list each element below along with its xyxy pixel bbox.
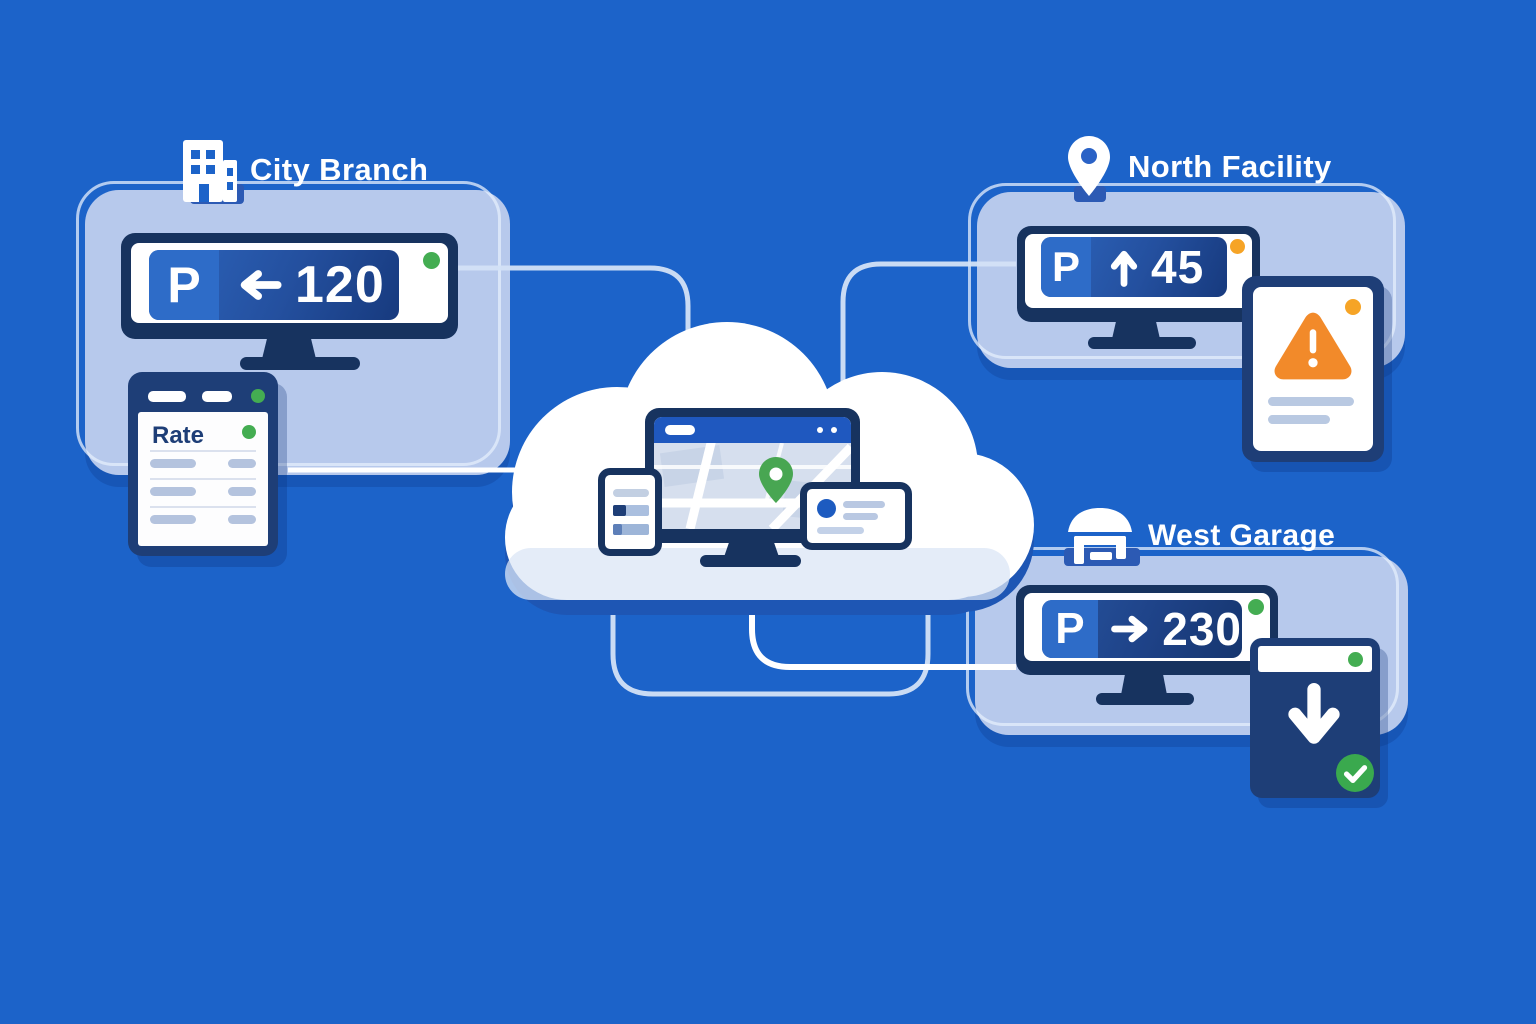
download-status-dot [1348, 652, 1363, 667]
wire-city-to-cloud-top [455, 265, 691, 430]
rate-row-line [150, 487, 196, 496]
rate-card-body: Rate [138, 412, 268, 546]
city-sign-display: P 120 [149, 250, 399, 320]
warning-alert-card [1242, 276, 1384, 462]
phone-text-line [613, 489, 649, 497]
status-dot-online [1248, 599, 1264, 615]
check-badge [1336, 754, 1374, 792]
map-pin-icon [759, 457, 793, 503]
info-card-line [843, 501, 885, 508]
available-count: 45 [1151, 241, 1205, 293]
garage-icon [1068, 508, 1132, 564]
wire-cloud-to-west [749, 552, 1016, 670]
toolbar-dot [831, 427, 837, 433]
info-card-line [843, 513, 878, 520]
phone-text-line [613, 524, 649, 535]
north-sign-base [1088, 337, 1196, 349]
west-sign-display: P 230 [1042, 600, 1242, 658]
left-arrow-icon [240, 270, 282, 300]
north-sign-display: P 45 [1041, 237, 1227, 297]
status-dot-warning [1230, 239, 1245, 254]
west-parking-sign: P 230 [1016, 585, 1278, 675]
cloud-monitor-stand [724, 541, 779, 557]
north-sign-stand [1112, 318, 1160, 339]
rate-header-pill [202, 391, 232, 402]
rate-header-status-dot [251, 389, 265, 403]
wire-cloud-loop-bottom [610, 552, 931, 697]
rate-header-pill [148, 391, 186, 402]
address-bar-pill [665, 425, 695, 435]
phone-accent-block [613, 524, 622, 535]
site-label-north-facility: North Facility [1128, 149, 1332, 184]
site-label-city-branch: City Branch [250, 152, 429, 187]
rate-row-line [150, 515, 196, 524]
toolbar-dot [817, 427, 823, 433]
north-parking-sign: P 45 [1017, 226, 1260, 322]
up-arrow-icon [1110, 250, 1138, 287]
city-parking-sign: P 120 [121, 233, 458, 339]
alert-text-line [1268, 415, 1330, 424]
wire-north-to-cloud [840, 261, 1016, 405]
info-card-line [817, 527, 864, 534]
rate-card-device: Rate [128, 372, 278, 556]
map-pin-icon [1068, 136, 1110, 196]
rate-row-line [150, 459, 196, 468]
info-card-avatar [817, 499, 836, 518]
rate-title: Rate [152, 422, 205, 449]
alert-text-line [1268, 397, 1354, 406]
status-dot-online [423, 252, 440, 269]
cloud-info-card [800, 482, 912, 550]
parking-p-symbol: P [149, 250, 219, 320]
west-sign-stand [1121, 671, 1167, 695]
warning-status-dot [1345, 299, 1361, 315]
check-icon [1343, 765, 1368, 784]
site-label-west-garage: West Garage [1148, 519, 1336, 552]
rate-status-dot [242, 425, 256, 439]
available-count: 120 [295, 256, 385, 314]
available-count: 230 [1162, 603, 1242, 655]
warning-triangle-icon [1274, 312, 1352, 380]
rate-row-value [228, 487, 256, 496]
cloud-phone [598, 468, 662, 556]
rate-row-value [228, 515, 256, 524]
west-sign-base [1096, 693, 1194, 705]
download-arrow-icon [1288, 682, 1340, 744]
city-sign-base [240, 357, 360, 370]
right-arrow-icon [1111, 615, 1148, 643]
rate-row-value [228, 459, 256, 468]
browser-toolbar [654, 417, 851, 443]
cloud-monitor-base [700, 555, 801, 567]
parking-p-symbol: P [1041, 237, 1091, 297]
city-sign-stand [262, 337, 316, 359]
parking-p-symbol: P [1042, 600, 1098, 658]
phone-accent-block [613, 505, 626, 516]
phone-text-line [613, 505, 649, 516]
download-success-card [1250, 638, 1380, 798]
building-icon [183, 140, 237, 202]
